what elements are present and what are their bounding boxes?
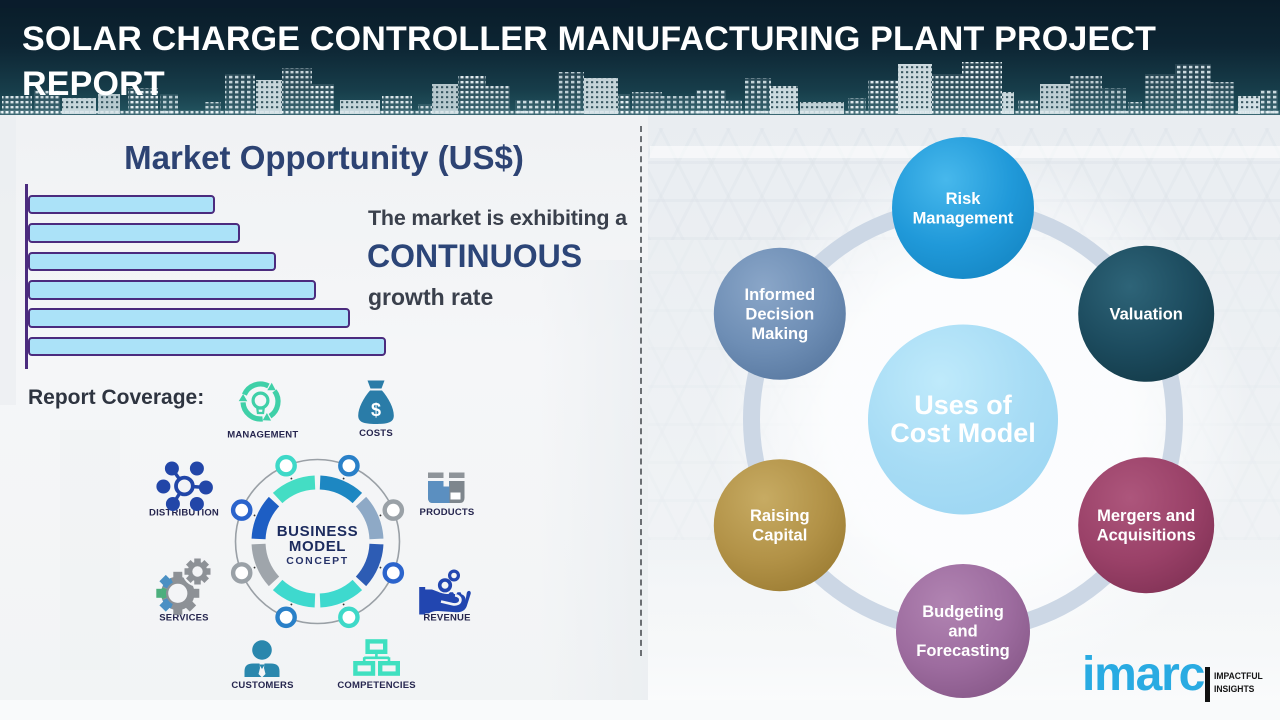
svg-text:CONCEPT: CONCEPT [286,555,349,567]
svg-text:PRODUCTS: PRODUCTS [420,507,475,518]
svg-text:Forecasting: Forecasting [916,642,1010,660]
svg-text:Mergers and: Mergers and [1097,507,1195,525]
svg-text:Capital: Capital [752,527,807,545]
svg-text:$: $ [371,400,381,420]
svg-text:DISTRIBUTION: DISTRIBUTION [149,508,219,519]
svg-text:COSTS: COSTS [359,428,393,439]
svg-text:Acquisitions: Acquisitions [1097,527,1196,545]
svg-text:SERVICES: SERVICES [159,613,208,624]
svg-text:MODEL: MODEL [289,538,346,555]
svg-text:Valuation: Valuation [1110,305,1183,323]
svg-text:Budgeting: Budgeting [922,603,1004,621]
svg-text:Making: Making [751,325,808,343]
svg-text:Informed: Informed [745,286,816,304]
svg-text:Risk: Risk [946,190,982,208]
svg-text:COMPETENCIES: COMPETENCIES [337,680,415,691]
svg-text:MANAGEMENT: MANAGEMENT [227,430,298,441]
svg-text:Raising: Raising [750,507,810,525]
svg-text:Management: Management [913,209,1014,227]
svg-text:Uses of: Uses of [914,390,1013,420]
svg-text:BUSINESS: BUSINESS [277,523,359,540]
svg-text:CUSTOMERS: CUSTOMERS [231,680,293,691]
svg-text:REVENUE: REVENUE [423,613,470,624]
svg-text:Cost Model: Cost Model [890,418,1036,448]
svg-text:and: and [948,623,977,641]
svg-text:Decision: Decision [745,305,814,323]
